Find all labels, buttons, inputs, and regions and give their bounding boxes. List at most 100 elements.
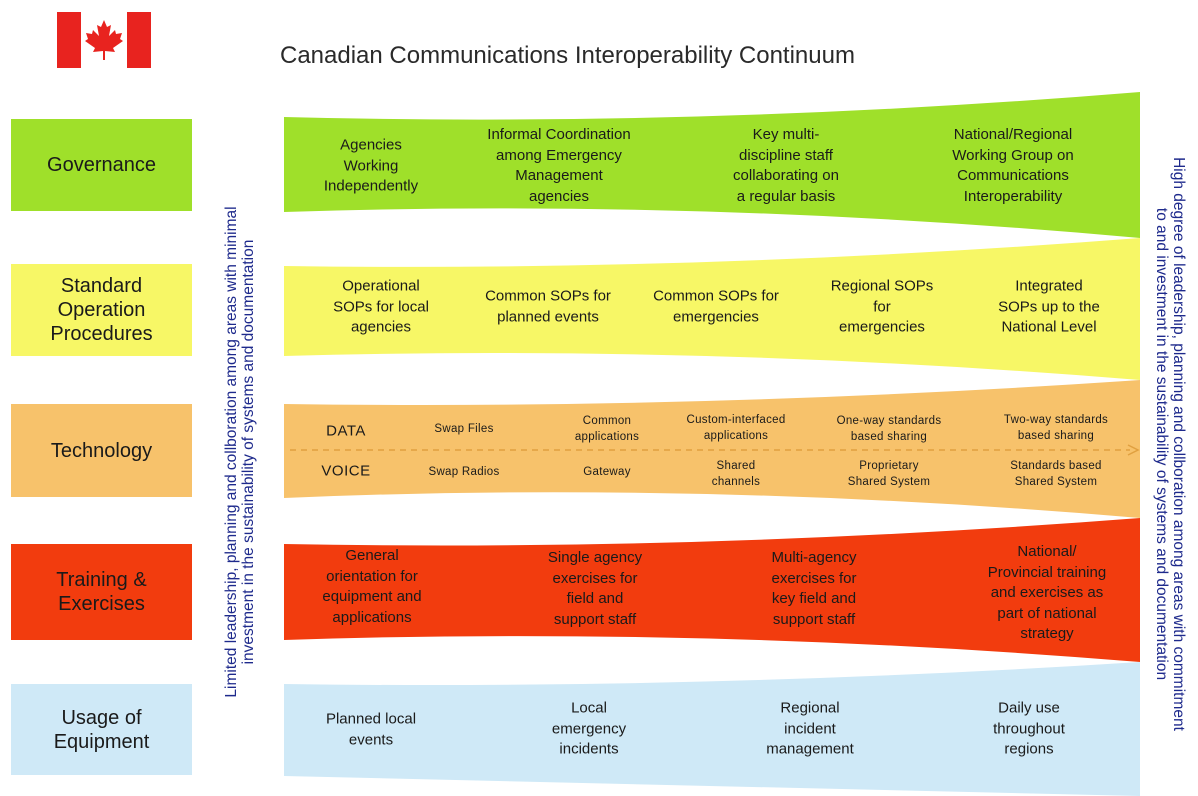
left-axis-line: Limited leadership, planning and collbor… xyxy=(223,206,240,698)
canada-flag-icon xyxy=(57,12,151,68)
stage-line: Custom-interfaced xyxy=(686,414,786,426)
stage-line: emergency xyxy=(551,719,627,737)
stage-line: Local xyxy=(571,699,607,717)
stage-line: Standards based xyxy=(1010,460,1102,472)
data-stage: Custom-interfaced applications xyxy=(686,412,785,444)
stage-line: Operational xyxy=(342,277,420,295)
category-label: Training & xyxy=(56,569,147,591)
training-stage: National/ Provincial training and exerci… xyxy=(988,542,1106,645)
sop-stage: Operational SOPs for local agencies xyxy=(333,276,429,338)
stage-line: exercises for xyxy=(771,569,857,587)
stage-line: Provincial training xyxy=(987,563,1107,581)
stage-line: applications xyxy=(574,431,640,443)
voice-stage: Proprietary Shared System xyxy=(848,458,931,490)
stage-line: Regional SOPs xyxy=(830,277,934,295)
category-label: Technology xyxy=(50,439,153,462)
stage-line: based sharing xyxy=(850,431,928,443)
category-equipment: Usage of Equipment xyxy=(11,684,192,775)
technology-band xyxy=(284,380,1140,518)
voice-stage: Shared channels xyxy=(712,458,760,490)
page-title: Canadian Communications Interoperability… xyxy=(280,42,855,69)
stage-line: orientation for xyxy=(326,567,418,585)
right-axis-label: High degree of leadership, planning and … xyxy=(1153,94,1187,794)
stage-line: SOPs for local xyxy=(333,297,429,315)
training-band xyxy=(284,518,1140,662)
stage-line: a regular basis xyxy=(736,187,836,205)
stage-line: National Level xyxy=(1001,318,1097,336)
stage-line: Shared System xyxy=(847,476,931,488)
stage-line: throughout xyxy=(993,719,1065,737)
stage-line: channels xyxy=(711,476,761,488)
stage-line: discipline staff xyxy=(739,146,833,164)
stage-line: General xyxy=(345,547,399,564)
stage-line: Multi-agency xyxy=(771,549,857,566)
data-stage: Swap Files xyxy=(434,421,493,437)
category-label: Operation xyxy=(57,299,146,321)
stage-line: planned events xyxy=(497,308,599,325)
stage-line: National/Regional xyxy=(953,126,1073,143)
equipment-stage: Regional incident management xyxy=(766,698,854,760)
stage-line: Key multi- xyxy=(752,126,820,143)
data-stage: One-way standards based sharing xyxy=(837,413,942,445)
data-stage: Two-way standards based sharing xyxy=(1004,412,1108,444)
stage-line: regions xyxy=(1004,740,1054,758)
governance-stage: Informal Coordination among Emergency Ma… xyxy=(487,125,630,207)
category-governance: Governance xyxy=(11,119,192,211)
stage-line: agencies xyxy=(528,187,590,205)
stage-line: Gateway xyxy=(583,466,631,478)
stage-line: Independently xyxy=(323,177,419,195)
category-label: Standard xyxy=(60,275,143,297)
stage-line: field and xyxy=(566,590,624,607)
stage-line: collaborating on xyxy=(733,167,839,184)
stage-line: Working xyxy=(343,156,399,174)
stage-line: SOPs up to the xyxy=(998,297,1100,315)
stage-line: part of national xyxy=(997,604,1097,622)
governance-stage: National/Regional Working Group on Commu… xyxy=(952,125,1073,207)
stage-line: emergencies xyxy=(673,308,759,325)
governance-band xyxy=(284,92,1140,238)
stage-line: Daily use xyxy=(998,699,1060,717)
voice-stage: Standards based Shared System xyxy=(1010,458,1101,490)
data-label: DATA xyxy=(326,422,366,440)
stage-line: equipment and xyxy=(322,588,422,605)
equipment-stage: Daily use throughout regions xyxy=(993,698,1065,760)
stage-line: for xyxy=(873,297,891,315)
category-label: Equipment xyxy=(53,730,150,753)
stage-line: Agencies xyxy=(340,136,402,154)
left-axis-line: investment in the sustainability of syst… xyxy=(240,239,257,665)
stage-line: Swap Radios xyxy=(428,466,500,478)
stage-line: Integrated xyxy=(1015,277,1083,295)
category-sop: Standard Operation Procedures xyxy=(11,264,192,356)
stage-line: Single agency xyxy=(547,549,643,566)
stage-line: Shared System xyxy=(1014,476,1098,488)
stage-line: Management xyxy=(515,167,603,184)
equipment-band xyxy=(284,662,1140,796)
data-stage: Common applications xyxy=(575,413,639,445)
stage-line: strategy xyxy=(1020,624,1074,642)
stage-line: Regional xyxy=(780,699,840,717)
stage-line: incident xyxy=(784,719,836,737)
stage-line: support staff xyxy=(553,610,637,628)
stage-line: incidents xyxy=(559,740,619,758)
stage-line: Common xyxy=(582,415,632,427)
stage-line: Common SOPs for xyxy=(653,287,779,305)
category-label: Governance xyxy=(47,154,156,176)
stage-line: Interoperability xyxy=(963,187,1063,205)
voice-stage: Swap Radios xyxy=(428,464,499,480)
stage-line: agencies xyxy=(350,318,412,336)
category-label: Exercises xyxy=(58,593,145,615)
stage-line: among Emergency xyxy=(496,146,622,164)
voice-stage: Gateway xyxy=(583,464,630,480)
stage-line: applications xyxy=(703,430,769,442)
stage-line: support staff xyxy=(772,610,856,628)
right-axis-line: High degree of leadership, planning and … xyxy=(1170,157,1187,731)
stage-line: Proprietary xyxy=(859,460,919,472)
category-training: Training & Exercises xyxy=(11,544,192,640)
equipment-stage: Local emergency incidents xyxy=(552,698,626,760)
governance-stage: Key multi- discipline staff collaboratin… xyxy=(733,125,839,207)
sop-stage: Common SOPs for emergencies xyxy=(653,287,779,328)
left-axis-label: Limited leadership, planning and collbor… xyxy=(223,132,257,772)
voice-label: VOICE xyxy=(321,462,371,480)
sop-band xyxy=(284,238,1140,380)
